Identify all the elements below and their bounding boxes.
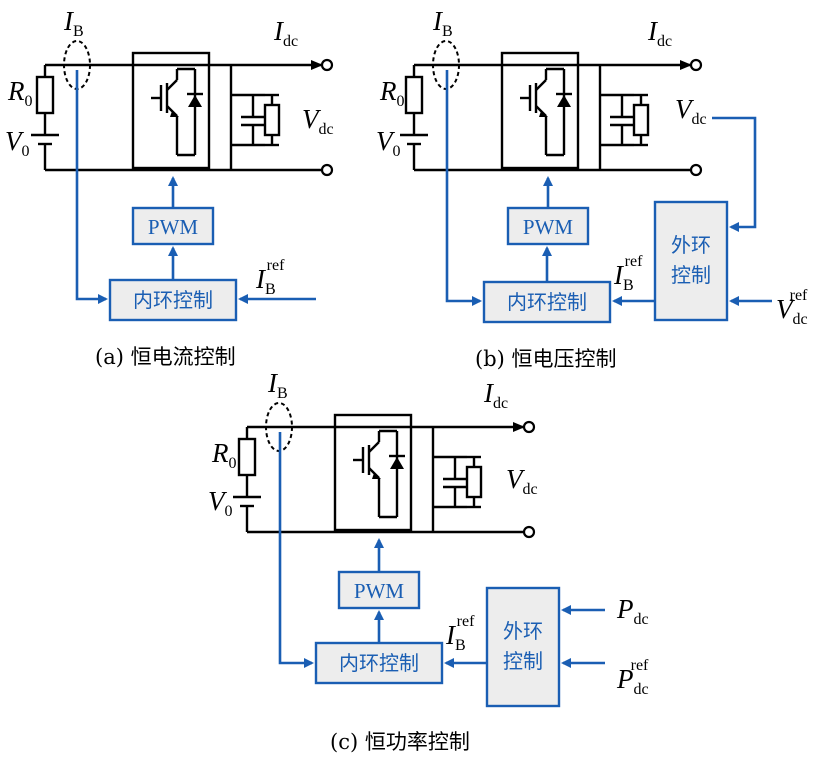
ib-ref-label-b: IBref: [613, 253, 643, 294]
outer-loop-box-c: [485, 586, 561, 708]
vdc-label-b: Vdc: [675, 94, 707, 128]
inner-loop-box-a: [108, 278, 238, 322]
v0-label-a: V0: [5, 126, 30, 160]
ib-feedback-line-b: [445, 70, 482, 306]
pwm-box-a: [131, 206, 215, 246]
vdc-label-a: Vdc: [302, 104, 334, 138]
ib-feedback-line-a: [75, 70, 108, 304]
panel-b: PWM 内环控制 外环 控制 IB Idc Vdc R0 V0 IBref Vd…: [376, 6, 808, 371]
inner-loop-label-a: 内环控制: [133, 288, 213, 312]
panel-a: PWM 内环控制 IB Idc Vdc R0 V0 IBref (a) 恒电流控…: [5, 6, 334, 369]
ib-feedback-line-c: [278, 432, 314, 668]
r0-label-a: R0: [7, 76, 33, 110]
caption-b: (b) 恒电压控制: [475, 347, 617, 371]
ib-label-b: IB: [432, 6, 453, 40]
caption-a: (a) 恒电流控制: [95, 345, 236, 369]
pwm-box-b: [506, 206, 590, 246]
pwm-label-c: PWM: [354, 579, 405, 603]
vdc-ref-label-b: Vdcref: [776, 287, 808, 328]
idc-label-b: Idc: [647, 16, 672, 50]
outer-loop-label2-b: 控制: [671, 263, 711, 287]
v0-label-b: V0: [376, 126, 401, 160]
pwm-label-a: PWM: [148, 215, 199, 239]
idc-label-c: Idc: [483, 378, 508, 412]
pdc-ref-label-c: Pdcref: [616, 657, 649, 698]
pdc-label-c: Pdc: [616, 594, 649, 628]
pwm-label-b: PWM: [523, 215, 574, 239]
outer-loop-label2-c: 控制: [503, 649, 543, 673]
r0-label-c: R0: [211, 438, 237, 472]
v0-label-c: V0: [208, 486, 233, 520]
panel-c: PWM 内环控制 外环 控制 IB Idc Vdc R0 V0 IBref Pd…: [208, 368, 649, 754]
vdc-feedback-line-b: [712, 116, 757, 232]
ib-ref-label-c: IBref: [445, 613, 475, 654]
outer-loop-box-b: [653, 200, 729, 322]
caption-c: (c) 恒功率控制: [330, 730, 470, 754]
r0-label-b: R0: [379, 76, 405, 110]
converter-circuit-c: [233, 403, 534, 537]
converter-circuit-b: [400, 41, 701, 175]
inner-loop-box-b: [482, 280, 612, 324]
pwm-box-c: [337, 570, 421, 610]
vdc-label-c: Vdc: [506, 464, 538, 498]
inner-loop-label-b: 内环控制: [507, 290, 587, 314]
outer-loop-label1-b: 外环: [671, 233, 711, 257]
ib-ref-label-a: IBref: [255, 257, 285, 298]
inner-loop-label-c: 内环控制: [339, 651, 419, 675]
inner-loop-box-c: [314, 641, 444, 685]
idc-label-a: Idc: [273, 16, 298, 50]
ib-label-c: IB: [267, 368, 288, 402]
outer-loop-label1-c: 外环: [503, 619, 543, 643]
ib-label-a: IB: [63, 6, 84, 40]
